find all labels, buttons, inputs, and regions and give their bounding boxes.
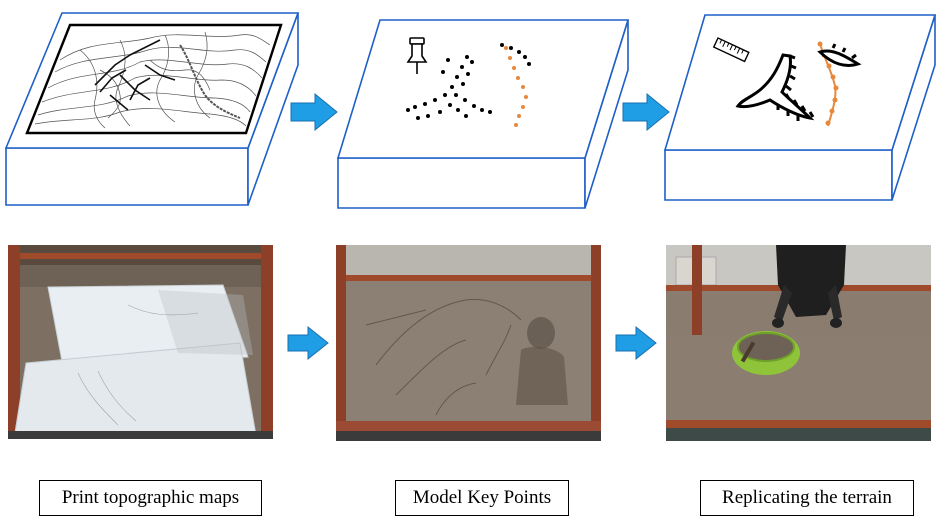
arrow-right-icon [622,92,670,132]
arrow-right-icon [287,325,329,361]
arrow-right-icon [290,92,338,132]
caption-text: Print topographic maps [61,487,240,508]
arrow-right-icon [615,325,657,361]
caption-step-3: Replicating the terrain [700,480,914,516]
caption-text: Replicating the terrain [722,487,892,508]
map-sheet [25,23,283,135]
pushpin-icon [406,37,428,74]
caption-step-1: Print topographic maps [39,480,262,516]
box-topographic-map [4,12,300,206]
box-replicating-terrain [663,14,937,201]
photo-printed-maps [8,245,273,439]
photo-key-points [336,245,601,441]
caption-step-2: Model Key Points [395,480,569,516]
box-key-points [336,19,630,209]
photo-replicating-terrain [666,245,931,441]
caption-text: Model Key Points [412,487,552,508]
ruler-icon [712,37,750,63]
